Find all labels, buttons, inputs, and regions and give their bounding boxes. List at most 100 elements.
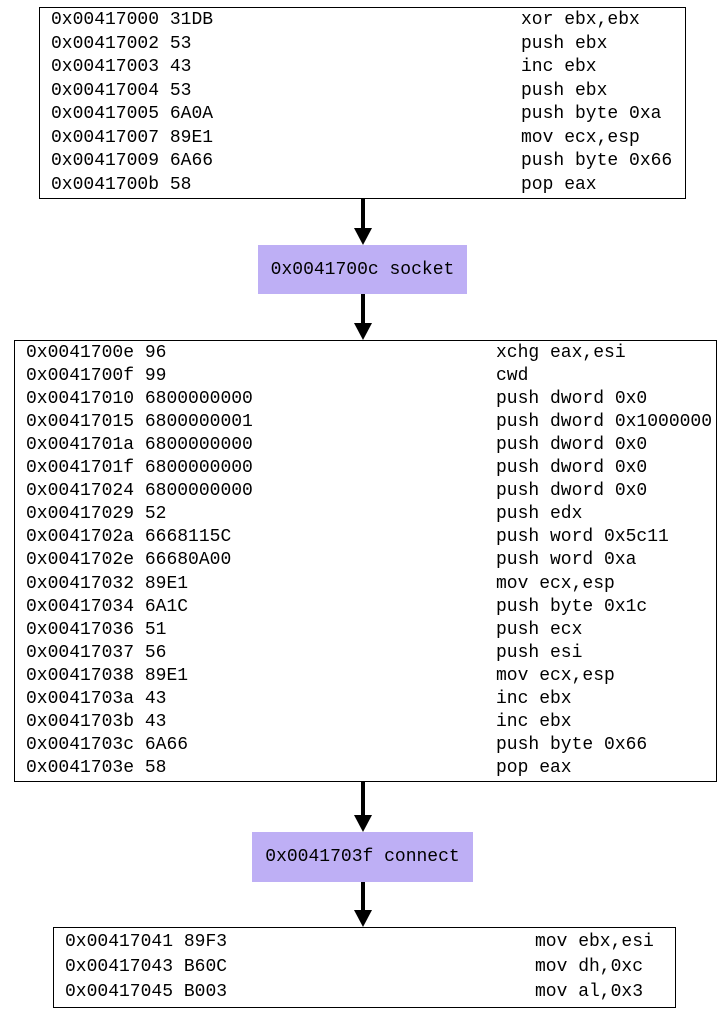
instruction-mnemonic: push edx (496, 504, 583, 525)
basic-block-0x00417041: 0x00417041 89F3 mov ebx,esi 0x00417043 B60… (53, 927, 676, 1008)
disasm-row: 0x00417007 89E1 mov ecx,esp (40, 128, 685, 149)
instruction-mnemonic: push dword 0x0 (496, 389, 648, 410)
instruction-address: 0x0041700b (51, 174, 160, 195)
edge-block2-to-connect (354, 782, 372, 832)
edge-block1-to-socket (354, 199, 372, 245)
instruction-address: 0x0041703b (26, 711, 135, 732)
instruction-address: 0x00417029 (26, 504, 135, 525)
opcode-bytes: 52 (144, 504, 167, 525)
instruction-mnemonic: push dword 0x1000000 (496, 412, 713, 433)
instruction-mnemonic: push byte 0x1c (496, 596, 648, 617)
disasm-row: 0x00417002 53 push ebx (40, 34, 685, 55)
call-node-label: 0x0041700c socket (270, 259, 455, 280)
instruction-mnemonic: inc ebx (521, 57, 597, 78)
instruction-mnemonic: mov ecx,esp (496, 573, 615, 594)
disasm-row: 0x00417003 43 inc ebx (40, 57, 685, 78)
instruction-mnemonic: push byte 0xa (521, 104, 662, 125)
instruction-address: 0x00417007 (51, 127, 160, 148)
instruction-address: 0x00417003 (51, 57, 160, 78)
opcode-bytes: 89E1 (144, 665, 189, 686)
instruction-mnemonic: push ebx (521, 33, 608, 54)
opcode-bytes: 6800000001 (144, 412, 253, 433)
opcode-bytes: 58 (144, 757, 167, 778)
instruction-mnemonic: push byte 0x66 (496, 734, 648, 755)
instruction-address: 0x00417038 (26, 665, 135, 686)
instruction-mnemonic: pop eax (496, 757, 572, 778)
arrowhead-down-icon (354, 323, 372, 340)
instruction-mnemonic: mov dh,0xc (535, 957, 644, 977)
opcode-bytes: 53 (169, 33, 192, 54)
instruction-mnemonic: xchg eax,esi (496, 343, 626, 364)
opcode-bytes: 89E1 (169, 127, 214, 148)
instruction-address: 0x00417045 (65, 982, 174, 1002)
instruction-mnemonic: inc ebx (496, 688, 572, 709)
disasm-row: 0x00417015 6800000001 push dword 0x100000… (15, 412, 716, 433)
opcode-bytes: 96 (144, 343, 167, 364)
opcode-bytes: 6668115C (144, 527, 232, 548)
instruction-address: 0x0041703c (26, 734, 135, 755)
opcode-bytes: 6A1C (144, 596, 189, 617)
instruction-mnemonic: push dword 0x0 (496, 435, 648, 456)
instruction-address: 0x0041702e (26, 550, 135, 571)
instruction-address: 0x00417032 (26, 573, 135, 594)
instruction-mnemonic: push ecx (496, 619, 583, 640)
disasm-row: 0x0041703a 43 inc ebx (15, 689, 716, 710)
instruction-mnemonic: mov ecx,esp (521, 127, 640, 148)
instruction-mnemonic: xor ebx,ebx (521, 10, 640, 31)
instruction-address: 0x0041702a (26, 527, 135, 548)
opcode-bytes: 43 (144, 688, 167, 709)
instruction-address: 0x00417005 (51, 104, 160, 125)
opcode-bytes: 66680A00 (144, 550, 232, 571)
instruction-address: 0x00417002 (51, 33, 160, 54)
arrow-shaft (361, 199, 365, 228)
opcode-bytes: 89F3 (183, 932, 228, 952)
instruction-address: 0x00417041 (65, 932, 174, 952)
arrow-shaft (361, 882, 365, 910)
disasm-row: 0x0041702a 6668115C push word 0x5c11 (15, 527, 716, 548)
instruction-address: 0x0041701f (26, 458, 135, 479)
opcode-bytes: 6800000000 (144, 458, 253, 479)
instruction-mnemonic: mov ebx,esi (535, 932, 654, 952)
instruction-address: 0x0041703e (26, 757, 135, 778)
opcode-bytes: 43 (144, 711, 167, 732)
call-node-connect: 0x0041703f connect (252, 832, 473, 882)
opcode-bytes: 6A66 (144, 734, 189, 755)
disasm-row: 0x0041703c 6A66 push byte 0x66 (15, 735, 716, 756)
instruction-mnemonic: push dword 0x0 (496, 481, 648, 502)
instruction-address: 0x0041701a (26, 435, 135, 456)
opcode-bytes: 43 (169, 57, 192, 78)
instruction-address: 0x00417036 (26, 619, 135, 640)
edge-connect-to-block3 (354, 882, 372, 927)
instruction-address: 0x00417043 (65, 957, 174, 977)
instruction-mnemonic: pop eax (521, 174, 597, 195)
instruction-address: 0x00417015 (26, 412, 135, 433)
instruction-address: 0x00417004 (51, 80, 160, 101)
instruction-address: 0x0041703a (26, 688, 135, 709)
arrow-shaft (361, 782, 365, 815)
instruction-address: 0x00417037 (26, 642, 135, 663)
arrowhead-down-icon (354, 910, 372, 927)
arrowhead-down-icon (354, 228, 372, 245)
opcode-bytes: 6A66 (169, 151, 214, 172)
instruction-mnemonic: push word 0x5c11 (496, 527, 669, 548)
opcode-bytes: 31DB (169, 10, 214, 31)
